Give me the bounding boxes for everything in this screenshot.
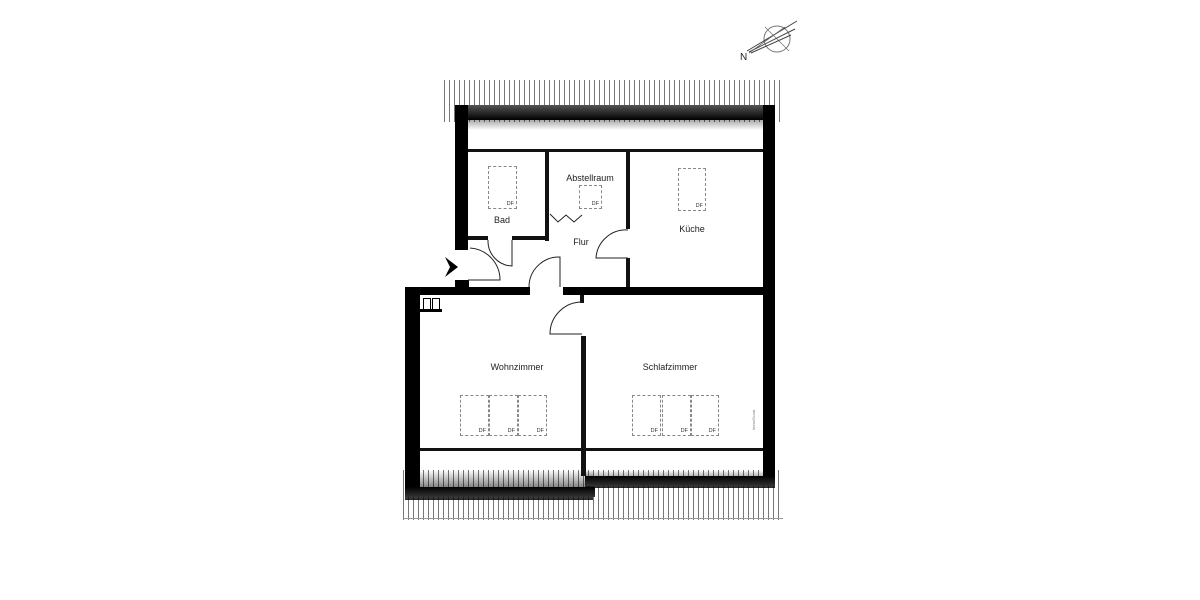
door-schlafzimmer[interactable]: [546, 300, 586, 340]
skylight-label: DF: [506, 201, 514, 207]
skylight-label: DF: [591, 201, 599, 207]
north-arrow-icon: [746, 20, 798, 54]
outer-wall-top: [455, 105, 773, 120]
entrance-arrow-icon: [445, 257, 458, 277]
outer-wall-bottom-left: [405, 487, 595, 497]
skylight-label: DF: [478, 428, 486, 434]
skylight-kueche: DF: [678, 168, 706, 211]
wall-middle-stub: [455, 280, 469, 290]
room-label-flur: Flur: [573, 237, 589, 247]
hatch-baseline: [403, 518, 783, 519]
outer-wall-left-lower: [405, 287, 420, 497]
door-wohnzimmer[interactable]: [527, 255, 567, 295]
skylight-wohnzimmer-2: DF: [489, 395, 518, 436]
wall-middle-horizontal-right: [563, 287, 763, 295]
skylight-label: DF: [708, 428, 716, 434]
wall-middle-horizontal-left: [405, 287, 530, 295]
skylight-wohnzimmer-1: DF: [460, 395, 489, 436]
north-label: N: [740, 52, 748, 63]
wall-abstell-kueche-lower: [626, 258, 630, 290]
skylight-label: DF: [680, 428, 688, 434]
door-bad[interactable]: [486, 238, 516, 273]
room-label-bad: Bad: [493, 215, 511, 225]
skylight-abstellraum: DF: [579, 185, 602, 209]
wall-bad-bottom-right: [512, 236, 549, 240]
room-label-abstellraum: Abstellraum: [566, 173, 614, 183]
skylight-label: DF: [650, 428, 658, 434]
wall-abstell-kueche-upper: [626, 149, 630, 229]
room-label-kueche: Küche: [679, 224, 705, 234]
watermark: ImmoScout: [751, 409, 756, 430]
wall-wohn-schlaf-upper: [580, 295, 584, 303]
outer-wall-bottom-right: [585, 476, 775, 486]
wall-bad-bottom: [468, 236, 488, 240]
skylight-schlafzimmer-2: DF: [662, 395, 691, 436]
wall-bad-abstell: [545, 149, 549, 241]
folding-door-abstellraum[interactable]: [548, 212, 588, 227]
room-label-wohnzimmer: Wohnzimmer: [490, 362, 544, 372]
knee-wall-bottom-right: [586, 448, 763, 451]
skylight-schlafzimmer-1: DF: [632, 395, 661, 436]
door-entrance[interactable]: [460, 240, 510, 290]
skylight-label: DF: [536, 428, 544, 434]
room-label-schlafzimmer: Schlafzimmer: [642, 362, 698, 372]
knee-wall-bottom-left: [420, 448, 582, 451]
door-kueche[interactable]: [594, 228, 630, 260]
skylight-label: DF: [507, 428, 515, 434]
knee-wall-top: [468, 149, 763, 152]
compass: N: [735, 15, 805, 70]
skylight-schlafzimmer-3: DF: [691, 395, 719, 436]
shaft-frame: [420, 309, 442, 312]
wall-wohn-schlaf: [581, 336, 586, 476]
outer-wall-left-upper: [455, 105, 468, 250]
outer-wall-right: [763, 105, 775, 485]
skylight-bad: DF: [488, 166, 517, 209]
skylight-wohnzimmer-3: DF: [518, 395, 547, 436]
skylight-label: DF: [695, 203, 703, 209]
